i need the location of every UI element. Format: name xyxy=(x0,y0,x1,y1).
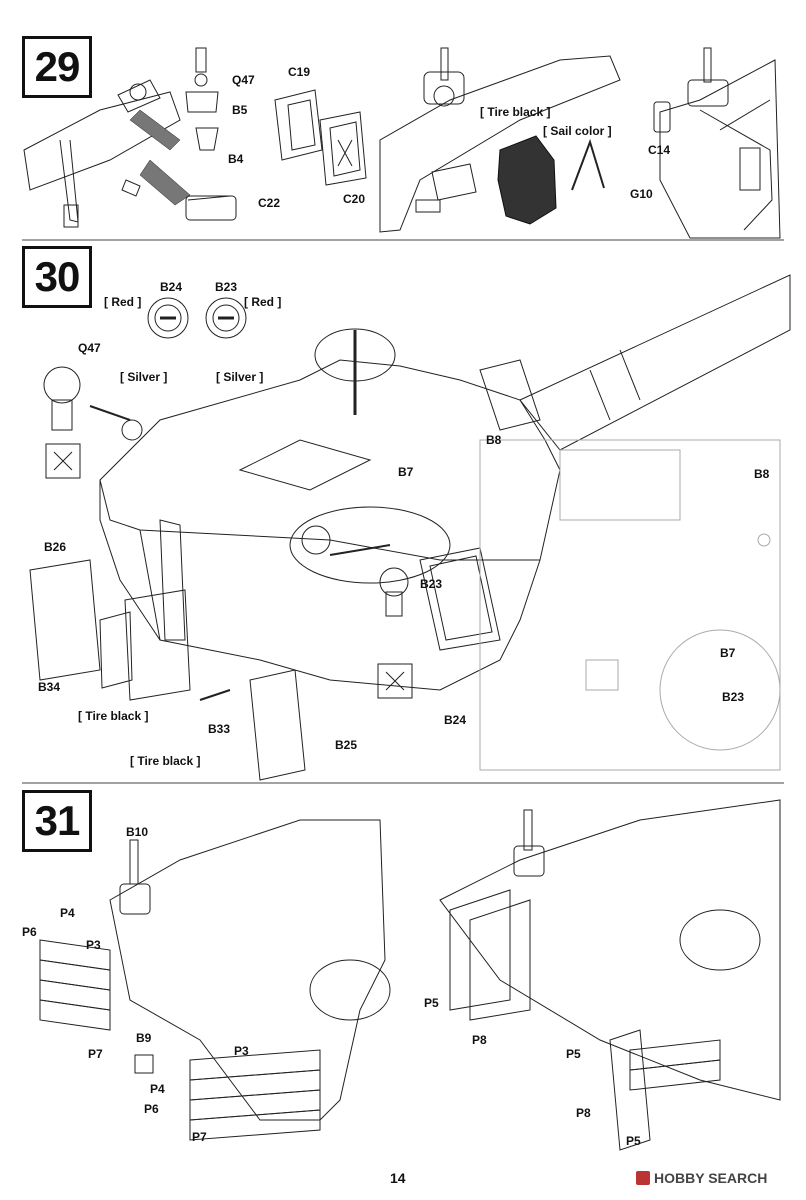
paint-label-tire-black-2: [ Tire black ] xyxy=(130,754,201,768)
paint-label-tire-black: [ Tire black ] xyxy=(480,105,551,119)
part-label-b26: B26 xyxy=(44,540,67,554)
part-label-g10: G10 xyxy=(630,187,653,201)
part-label-b5: B5 xyxy=(232,103,248,117)
hobby-search-logo-icon xyxy=(636,1171,650,1185)
step30-turret xyxy=(99,328,561,691)
part-label-b8-center: B8 xyxy=(486,433,502,447)
part-label-p4-left: P4 xyxy=(60,906,75,920)
part-label-p3-left: P3 xyxy=(86,938,101,952)
paint-label-red-right: [ Red ] xyxy=(244,295,282,309)
part-label-b23-center: B23 xyxy=(420,577,443,591)
part-label-c22: C22 xyxy=(258,196,281,210)
step30-periscopes xyxy=(43,297,409,617)
part-label-b34: B34 xyxy=(38,680,61,694)
step31-left-drawing xyxy=(39,819,391,1141)
page-number: 14 xyxy=(390,1170,406,1186)
part-label-b24-inset: B24 xyxy=(444,713,467,727)
watermark-text: HOBBY SEARCH xyxy=(654,1170,768,1186)
step31-right-drawing xyxy=(439,799,781,1151)
paint-label-sail-color: [ Sail color ] xyxy=(543,124,612,138)
part-label-c14: C14 xyxy=(648,143,671,157)
step-number-30: 30 xyxy=(22,246,92,308)
step29-hull-right xyxy=(653,47,781,239)
step30-side-doors xyxy=(29,405,391,781)
part-label-p8-upper: P8 xyxy=(472,1033,487,1047)
part-label-b24-top: B24 xyxy=(160,280,183,294)
part-label-p4-bottom: P4 xyxy=(150,1082,165,1096)
step29-hull-middle xyxy=(379,47,621,233)
part-label-p7-left: P7 xyxy=(88,1047,103,1061)
part-label-b33: B33 xyxy=(208,722,231,736)
part-label-p6-left: P6 xyxy=(22,925,37,939)
step29-small-parts xyxy=(185,47,367,221)
part-label-p5-lower: P5 xyxy=(626,1134,641,1148)
part-label-b7-inset: B7 xyxy=(720,646,736,660)
part-label-b25: B25 xyxy=(335,738,358,752)
step30-cutter-icons xyxy=(45,443,413,699)
part-label-p5-upper: P5 xyxy=(424,996,439,1010)
part-label-b4: B4 xyxy=(228,152,244,166)
part-label-c20: C20 xyxy=(343,192,366,206)
part-label-b23-inset: B23 xyxy=(722,690,745,704)
part-label-p5-middle: P5 xyxy=(566,1047,581,1061)
paint-label-tire-black-1: [ Tire black ] xyxy=(78,709,149,723)
part-label-b23-top: B23 xyxy=(215,280,238,294)
paint-label-silver-left: [ Silver ] xyxy=(120,370,168,384)
part-label-p8-lower: P8 xyxy=(576,1106,591,1120)
part-label-b10: B10 xyxy=(126,825,149,839)
part-label-q47: Q47 xyxy=(232,73,255,87)
watermark: HOBBY SEARCH xyxy=(636,1170,767,1186)
part-label-p3-bottom: P3 xyxy=(234,1044,249,1058)
paint-label-red-left: [ Red ] xyxy=(104,295,142,309)
step30-interior-ghost xyxy=(479,439,781,771)
part-label-p7-bottom: P7 xyxy=(192,1130,207,1144)
part-label-b24-left: Q47 xyxy=(78,341,101,355)
step29-hull-left xyxy=(23,79,191,228)
step-number-29: 29 xyxy=(22,36,92,98)
paint-label-silver-right: [ Silver ] xyxy=(216,370,264,384)
step-number-31: 31 xyxy=(22,790,92,852)
part-label-b8-inset: B8 xyxy=(754,467,770,481)
part-label-p6-bottom: P6 xyxy=(144,1102,159,1116)
part-label-c19: C19 xyxy=(288,65,311,79)
part-label-b7-center: B7 xyxy=(398,465,414,479)
step30-gun-barrel xyxy=(479,274,791,451)
part-label-b9: B9 xyxy=(136,1031,152,1045)
